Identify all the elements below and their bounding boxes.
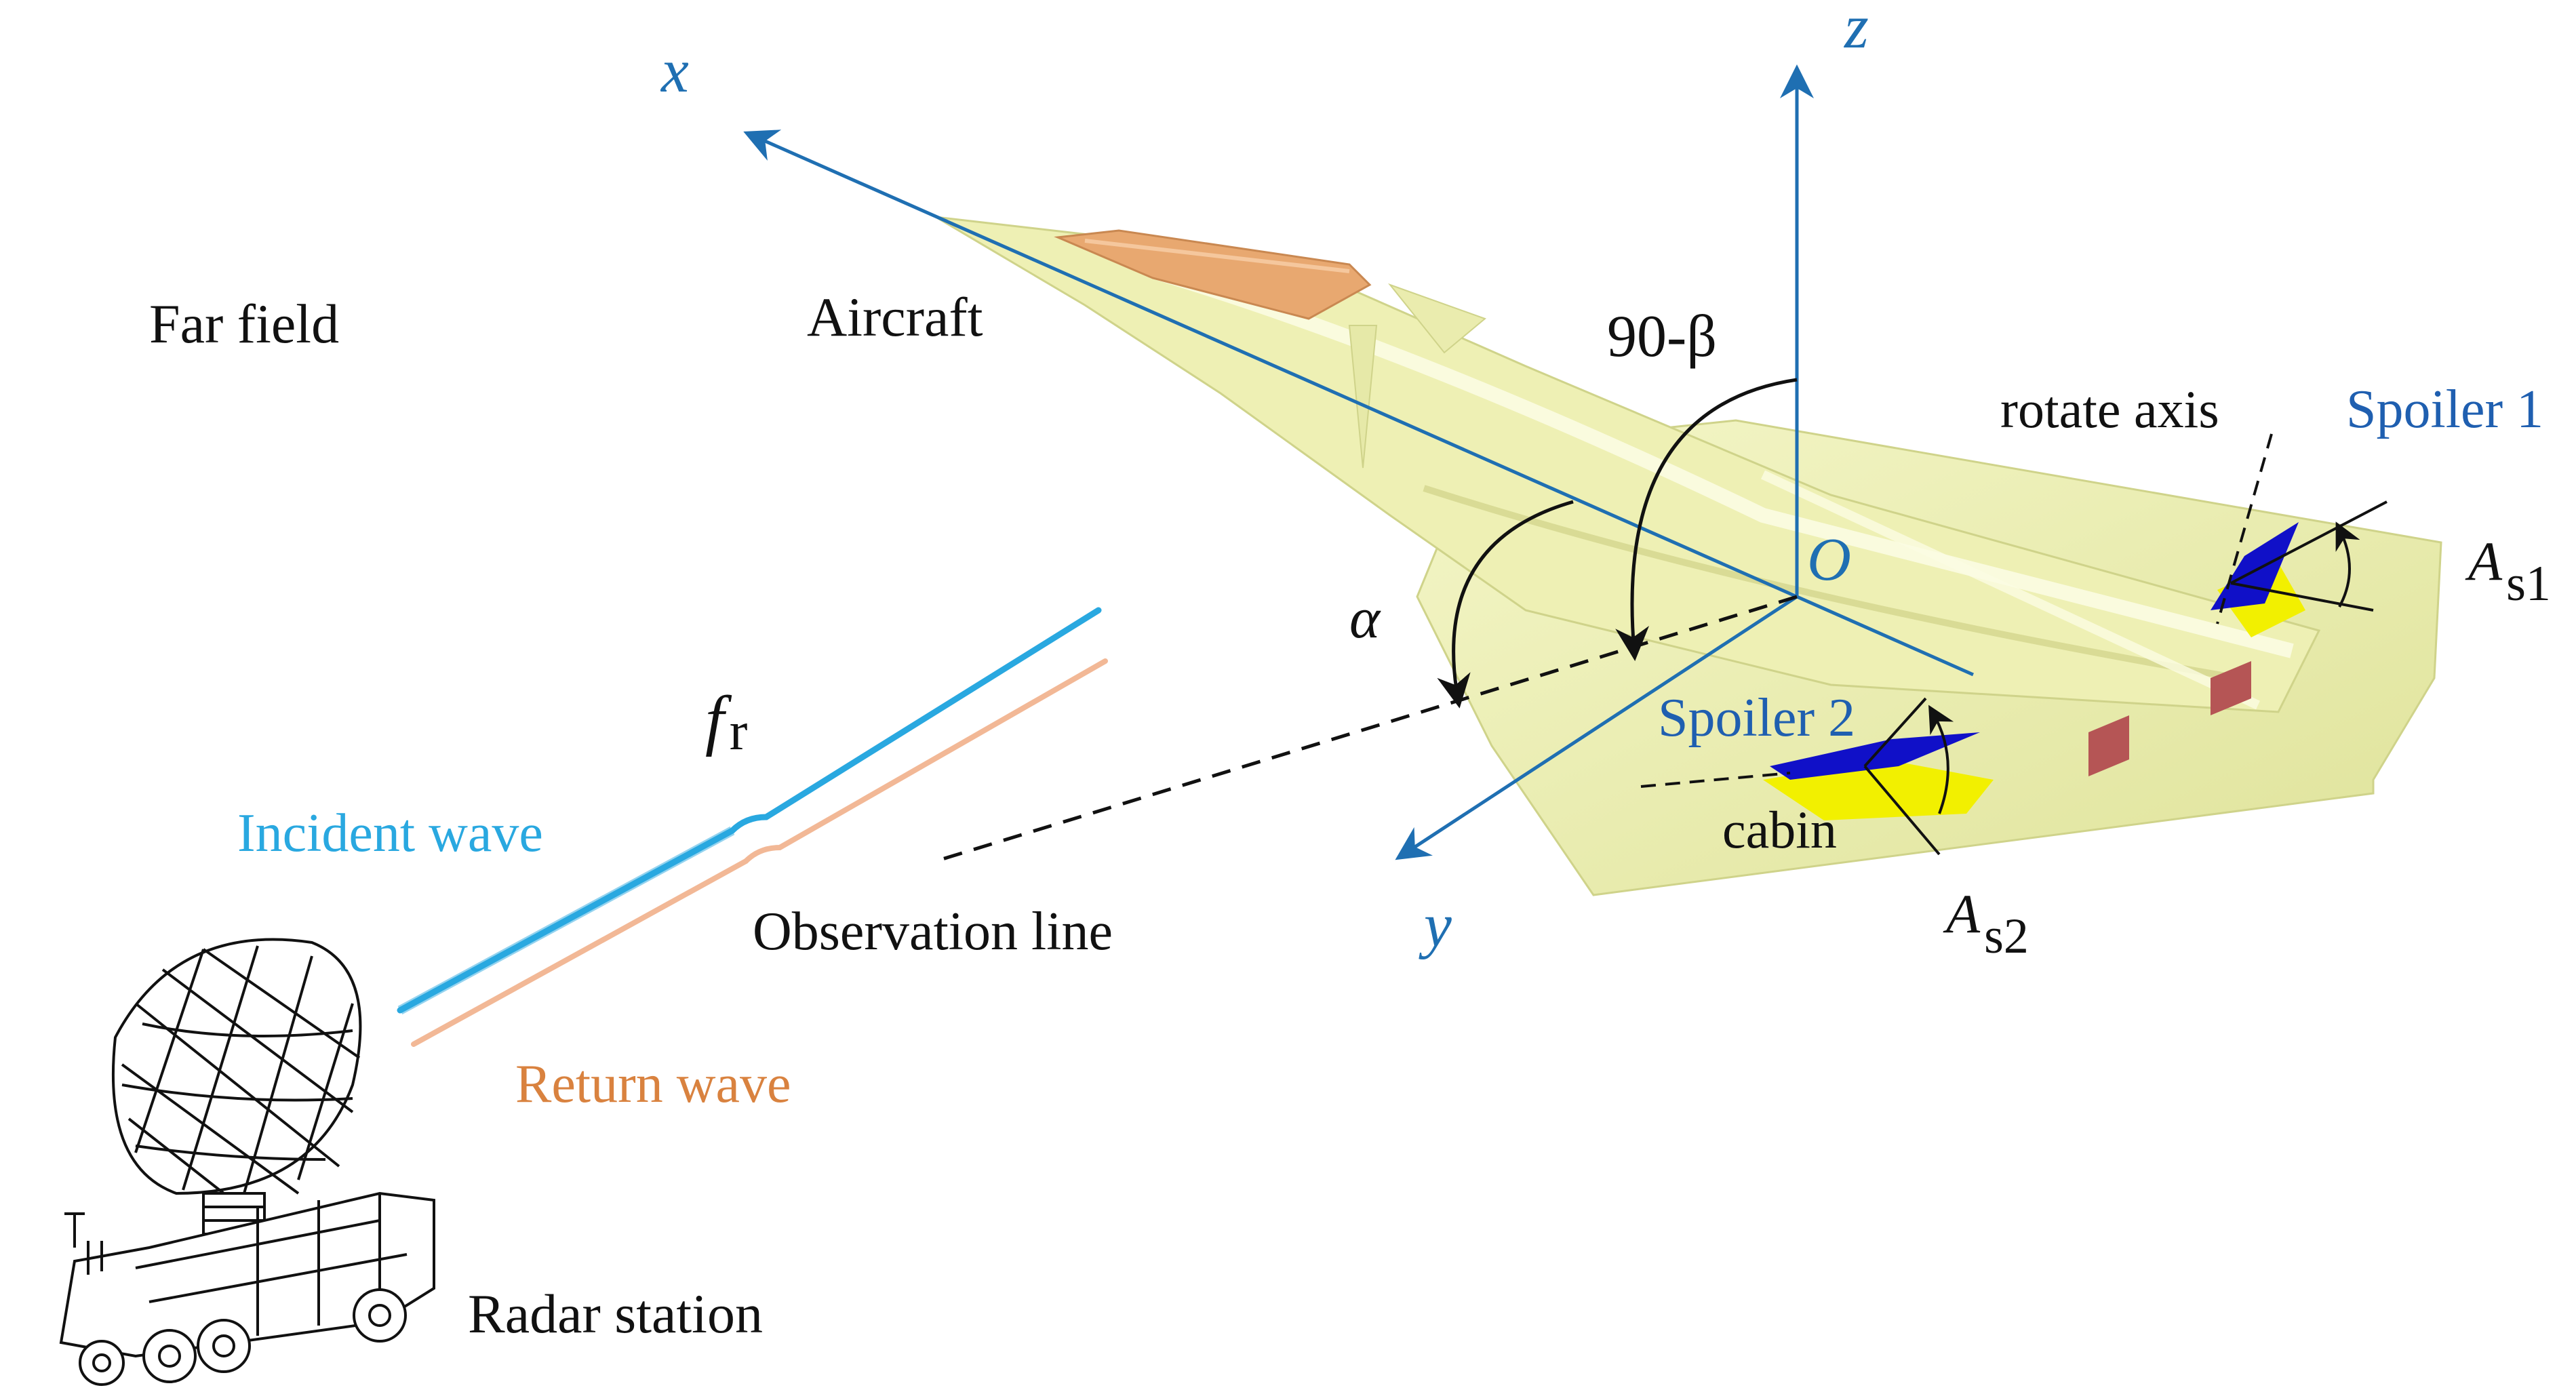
spoiler-2-ray <box>1863 765 1941 856</box>
return-wave-label: Return wave <box>515 1054 791 1114</box>
axis-y-label: y <box>1419 890 1452 959</box>
axis-z-label: z <box>1843 0 1869 61</box>
observation-line-label: Observation line <box>753 902 1113 961</box>
as1-main: A <box>2465 530 2503 592</box>
aircraft-canopy <box>1054 229 1372 320</box>
aircraft-label: Aircraft <box>807 286 983 348</box>
spoiler-2-ray-upper <box>1863 697 1927 768</box>
as1-sub: s1 <box>2506 556 2551 612</box>
angle-beta-arc <box>1615 378 1798 661</box>
origin-label: O <box>1807 526 1851 593</box>
incident-wave-label: Incident wave <box>237 803 543 863</box>
spoiler-2-label: Spoiler 2 <box>1658 688 1855 748</box>
alpha-label: α <box>1349 585 1381 650</box>
incident-wave-taper <box>397 826 735 1015</box>
spoiler-1-flap <box>2211 522 2299 610</box>
spoiler-2-angle-arc <box>1928 704 1954 814</box>
axis-x-label: x <box>660 36 689 105</box>
radar-station-label: Radar station <box>468 1283 763 1345</box>
return-wave <box>411 658 1108 1047</box>
x-axis <box>743 130 1798 599</box>
incident-wave <box>397 607 1102 1014</box>
engine-nozzle-2 <box>2088 715 2129 776</box>
spoiler-2-hinge-line <box>1640 772 1791 788</box>
observation-line <box>935 595 1798 863</box>
angle-alpha-arc <box>1437 500 1574 709</box>
cabin-label: cabin <box>1722 800 1837 859</box>
aircraft-model <box>935 216 2442 896</box>
rotate-axis-label: rotate axis <box>2000 380 2219 439</box>
radar-station-icon <box>59 938 435 1386</box>
as2-main: A <box>1943 883 1981 945</box>
engine-nozzle-1 <box>2211 661 2251 715</box>
spoiler-1-ray-lower <box>2230 582 2374 612</box>
as1-label: As1 <box>2465 530 2551 612</box>
as2-label: As2 <box>1943 883 2029 964</box>
fr-main: f <box>705 682 732 757</box>
rotate-axis-line <box>2216 433 2273 624</box>
fr-sub: r <box>730 702 748 761</box>
x-axis-back <box>1796 595 1975 677</box>
y-axis <box>1395 595 1798 860</box>
angle-beta-label: 90-β <box>1607 304 1717 370</box>
spoiler-1-label: Spoiler 1 <box>2346 380 2543 439</box>
spoiler-1-angle-arc <box>2335 521 2360 608</box>
as2-sub: s2 <box>1984 909 2029 964</box>
spoiler-1-ray-upper <box>2230 500 2387 584</box>
coordinate-axes <box>743 64 1975 860</box>
far-field-label: Far field <box>149 293 339 355</box>
